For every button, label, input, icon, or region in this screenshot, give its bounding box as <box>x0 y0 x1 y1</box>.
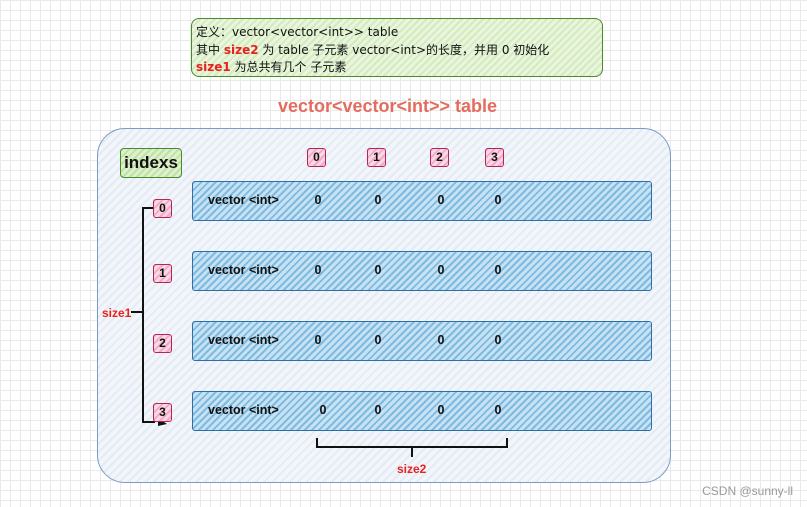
row-index-1: 1 <box>153 264 172 283</box>
indexs-label: indexs <box>120 148 182 178</box>
row-2-cell-2: 0 <box>437 333 445 347</box>
column-index-2: 2 <box>430 148 449 167</box>
row-0-cell-0: 0 <box>314 193 322 207</box>
definition-note: 定义：vector<vector<int>> table 其中 size2 为 … <box>191 18 603 77</box>
row-3-cell-2: 0 <box>437 403 445 417</box>
row-1-cell-3: 0 <box>494 263 502 277</box>
column-index-1: 1 <box>367 148 386 167</box>
definition-line-3-suffix: 为总共有几个 子元素 <box>230 60 347 74</box>
size2-label: size2 <box>397 462 427 476</box>
row-2-cell-3: 0 <box>494 333 502 347</box>
column-index-0: 0 <box>307 148 326 167</box>
row-label: vector <int> <box>208 403 279 417</box>
row-0-cell-3: 0 <box>494 193 502 207</box>
row-label: vector <int> <box>208 333 279 347</box>
size1-label: size1 <box>102 306 132 320</box>
watermark: CSDN @sunny-ll <box>702 484 793 498</box>
row-index-0: 0 <box>153 199 172 218</box>
definition-line-3: size1 为总共有几个 子元素 <box>196 59 602 77</box>
definition-line-2-suffix: 为 table 子元素 vector<int>的长度，并用 0 初始化 <box>258 42 550 57</box>
size2-highlight: size2 <box>223 42 259 57</box>
row-3-cell-0: 0 <box>319 403 327 417</box>
row-1-cell-2: 0 <box>437 263 445 277</box>
row-2-cell-1: 0 <box>374 333 382 347</box>
definition-line-1: 定义：vector<vector<int>> table <box>196 25 399 39</box>
size1-highlight: size1 <box>196 60 231 74</box>
column-index-3: 3 <box>485 148 504 167</box>
vector-row-0: vector <int> 0 0 0 0 <box>192 181 652 221</box>
size2-bracket <box>316 438 508 448</box>
row-3-cell-1: 0 <box>374 403 382 417</box>
row-label: vector <int> <box>208 193 279 207</box>
size1-bracket <box>142 207 155 423</box>
definition-line-2: 其中 size2 为 table 子元素 vector<int>的长度，并用 0… <box>196 42 602 60</box>
row-3-cell-3: 0 <box>494 403 502 417</box>
row-0-cell-1: 0 <box>374 193 382 207</box>
definition-line-2-prefix: 其中 <box>196 42 224 57</box>
vector-row-3: vector <int> 0 0 0 0 <box>192 391 652 431</box>
row-1-cell-1: 0 <box>374 263 382 277</box>
diagram-title: vector<vector<int>> table <box>277 96 498 116</box>
vector-row-1: vector <int> 0 0 0 0 <box>192 251 652 291</box>
row-0-cell-2: 0 <box>437 193 445 207</box>
row-index-2: 2 <box>153 334 172 353</box>
vector-row-2: vector <int> 0 0 0 0 <box>192 321 652 361</box>
row-index-3: 3 <box>153 403 172 422</box>
row-label: vector <int> <box>208 263 279 277</box>
row-1-cell-0: 0 <box>314 263 322 277</box>
row-2-cell-0: 0 <box>314 333 322 347</box>
